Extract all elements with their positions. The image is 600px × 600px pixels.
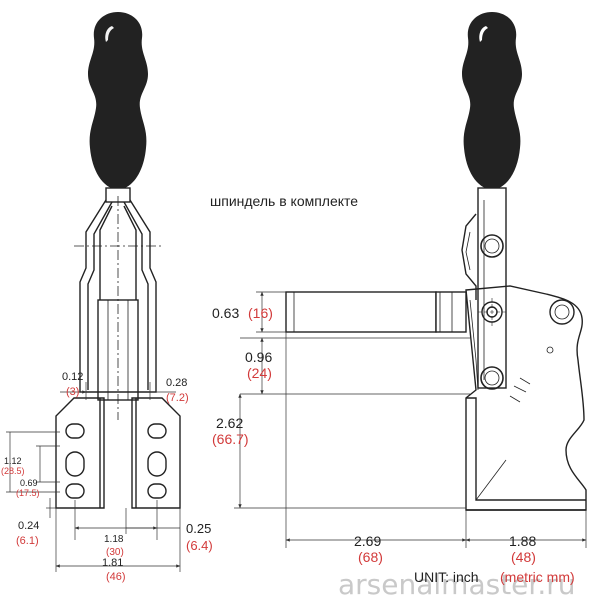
side-pin-rear <box>549 299 575 325</box>
dim-181-inch: 1.81 <box>102 557 123 569</box>
dim-028-inch: 0.28 <box>166 377 187 389</box>
front-lever-inner <box>87 201 149 390</box>
dim-069-mm: (17.5) <box>16 488 40 498</box>
dim-096-inch: 0.96 <box>245 349 272 365</box>
dim-024-inch: 0.24 <box>18 520 39 532</box>
side-handle-grip <box>462 12 522 190</box>
front-handle-highlight <box>105 26 114 42</box>
dim-269-mm: (68) <box>358 549 383 565</box>
dim-118-mm: (30) <box>106 547 124 558</box>
front-slot-l1 <box>65 423 85 439</box>
front-base-left <box>55 397 105 509</box>
side-lever-body <box>461 213 477 300</box>
dim-262-mm: (66.7) <box>212 431 249 447</box>
front-slot-r2 <box>147 451 167 477</box>
front-dimension-lines <box>6 382 181 572</box>
side-spindle <box>285 291 437 333</box>
dim-112-inch: 1.12 <box>4 456 22 466</box>
dim-025-mm: (6.4) <box>186 538 213 553</box>
front-slot-r3 <box>147 483 167 499</box>
side-dimension-labels: 0.63 (16) 0.96 (24) 2.62 (66.7) 2.69 (68… <box>212 305 536 565</box>
dim-028-mm: (7.2) <box>166 392 189 404</box>
side-handle-highlight <box>479 26 488 42</box>
front-slot-r1 <box>147 423 167 439</box>
front-dimension-labels: 0.12 (3) 0.28 (7.2) 1.12 (28.5) 0.69 (17… <box>1 371 213 583</box>
front-lever-core <box>99 205 137 300</box>
dim-181-mm: (46) <box>106 571 126 583</box>
side-view <box>285 12 587 511</box>
side-dimension-lines <box>234 291 587 548</box>
dim-096-mm: (24) <box>247 365 272 381</box>
dim-024-mm: (6.1) <box>16 535 39 547</box>
dim-025-inch: 0.25 <box>186 521 211 536</box>
front-lever-outer <box>79 199 157 393</box>
front-spindle-block <box>97 299 139 401</box>
dim-262-inch: 2.62 <box>216 415 243 431</box>
unit-metric: (metric mm) <box>500 569 575 585</box>
dim-063-mm: (16) <box>248 305 273 321</box>
dim-269-inch: 2.69 <box>354 533 381 549</box>
unit-prefix: UNIT: inch <box>414 569 479 585</box>
side-base-plate <box>466 397 586 501</box>
front-slot-l3 <box>65 483 85 499</box>
dim-188-inch: 1.88 <box>509 533 536 549</box>
side-spindle-guide <box>435 291 467 333</box>
dim-188-mm: (48) <box>511 549 536 565</box>
front-base-right <box>131 397 181 509</box>
front-view <box>55 12 181 509</box>
side-body <box>465 285 587 511</box>
dim-118-inch: 1.18 <box>104 534 124 545</box>
front-slot-l2 <box>65 451 85 477</box>
spindle-note: шпиндель в комплекте <box>210 193 358 209</box>
watermark-text: arsenalmaster.ru <box>338 568 576 600</box>
unit-legend: UNIT: inch (metric mm) <box>414 569 575 585</box>
dim-012-inch: 0.12 <box>62 371 83 383</box>
dim-012-mm: (3) <box>66 386 79 398</box>
side-pin-lower <box>480 366 504 390</box>
dim-063-inch: 0.63 <box>212 305 239 321</box>
side-pin-upper <box>480 234 504 258</box>
dim-069-inch: 0.69 <box>20 478 38 488</box>
dim-112-mm: (28.5) <box>1 466 25 476</box>
front-handle-grip <box>88 12 148 190</box>
